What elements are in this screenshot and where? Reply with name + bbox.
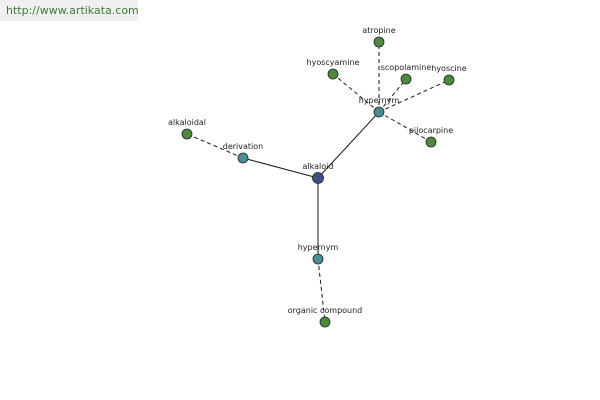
node-label-alkaloid: alkaloid [303,162,334,171]
node-label-organic-compound: organic compound [288,306,363,315]
edge-hypernym-top-to-pilocarpine [378,111,432,143]
node-alkaloid[interactable] [312,172,324,184]
edge-alkaloid-to-derivation [242,157,319,179]
node-label-alkaloidal: alkaloidal [168,118,206,127]
node-alkaloidal[interactable] [181,128,193,140]
node-label-pilocarpine: pilocarpine [409,126,453,135]
node-label-derivation: derivation [223,142,263,151]
edges-layer [186,42,450,323]
edge-alkaloid-to-hypernym-top [317,111,380,179]
edge-hypernym-top-to-hyoscyamine [332,73,380,113]
node-pilocarpine[interactable] [425,136,437,148]
node-label-hypernym-bottom: hypernym [298,243,339,252]
edge-hypernym-top-to-scopolamine [378,78,407,113]
edge-derivation-to-alkaloidal [186,133,244,159]
node-hypernym-bottom[interactable] [312,253,324,265]
node-atropine[interactable] [373,36,385,48]
node-hyoscine[interactable] [443,74,455,86]
node-hyoscyamine[interactable] [327,68,339,80]
labels-layer: alkaloid hypernym derivation hypernym atropi… [168,26,467,315]
nodes-layer [181,36,455,328]
edge-hypernym-bottom-to-organic-compound [317,258,326,323]
node-label-atropine: atropine [362,26,395,35]
site-url-watermark[interactable]: http://www.artikata.com [0,0,139,21]
node-label-hyoscyamine: hyoscyamine [307,58,360,67]
edge-hypernym-top-to-hyoscine [378,79,450,113]
node-label-hyoscine: hyoscine [431,64,467,73]
node-organic-compound[interactable] [319,316,331,328]
node-scopolamine[interactable] [400,73,412,85]
node-derivation[interactable] [237,152,249,164]
node-label-hypernym-top: hypernym [359,96,400,105]
node-hypernym-top[interactable] [373,106,385,118]
node-label-scopolamine: scopolamine [381,63,432,72]
